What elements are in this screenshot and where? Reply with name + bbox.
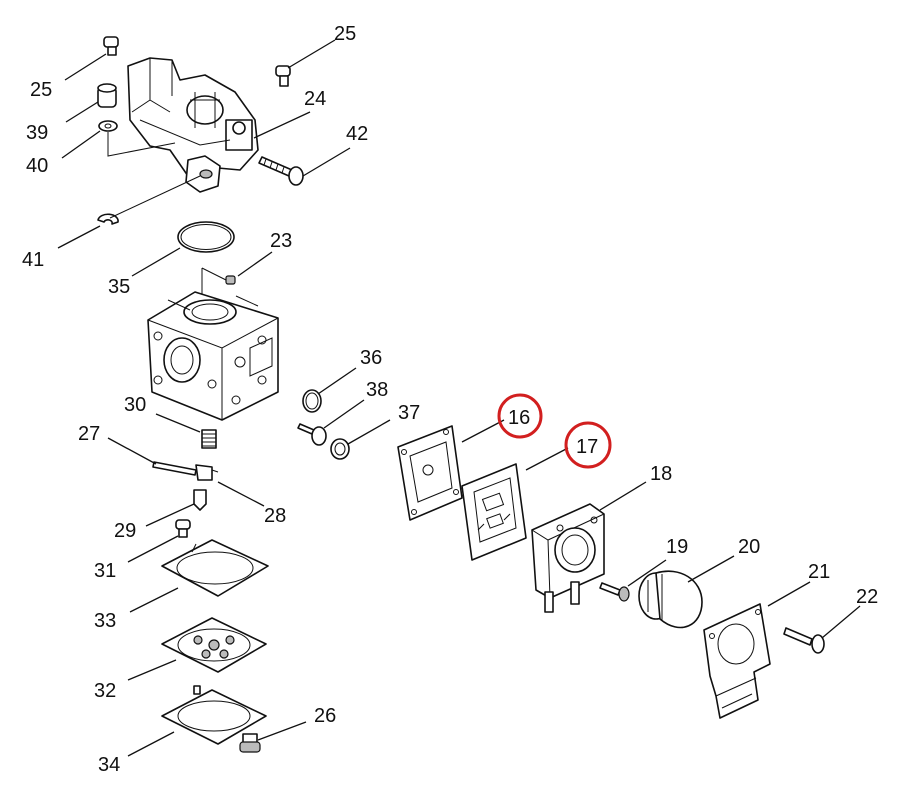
part-42-screw [258, 156, 304, 186]
part-17-diaphragm-gasket [461, 463, 527, 561]
label-33: 33 [94, 610, 116, 632]
callout-line-36 [317, 367, 357, 395]
callout-line-22 [821, 605, 861, 639]
label-30: 30 [124, 394, 146, 416]
callout-line-42 [302, 147, 351, 177]
label-22: 22 [856, 586, 878, 608]
callout-line-20 [687, 555, 735, 583]
label-40: 40 [26, 155, 48, 177]
part-21-retainer-plate [703, 603, 771, 719]
part-34-cover [161, 685, 267, 745]
callout-line-30 [155, 413, 201, 433]
part-27-pin [152, 461, 197, 476]
callout-line-39 [65, 101, 99, 123]
part-37-cap [330, 438, 350, 460]
callout-line-32 [127, 659, 177, 681]
label-27: 27 [78, 423, 100, 445]
part-39-plug [97, 83, 117, 108]
callout-line-34 [127, 731, 175, 757]
part-29-needle [193, 489, 207, 511]
callout-line-33 [129, 587, 179, 613]
callout-line-29 [145, 503, 195, 527]
part-23-plug [225, 275, 236, 285]
part-16-gasket [397, 425, 463, 521]
part-19-screw [599, 582, 630, 602]
label-16: 16 [508, 407, 530, 429]
part-33-gasket [161, 539, 269, 597]
label-38: 38 [366, 379, 388, 401]
label-32: 32 [94, 680, 116, 702]
callout-line-25a [64, 53, 107, 81]
part-31-screw [175, 519, 191, 538]
label-37: 37 [398, 402, 420, 424]
label-25-left: 25 [30, 79, 52, 101]
callout-line-35 [131, 247, 181, 277]
callout-line-25b [287, 39, 336, 69]
callout-line-26 [257, 721, 307, 741]
part-26-screw [239, 733, 261, 753]
part-38-needle [297, 423, 327, 446]
callout-line-31 [127, 535, 179, 563]
label-21: 21 [808, 561, 830, 583]
part-32-diaphragm [161, 617, 267, 673]
callout-line-27 [107, 437, 157, 465]
part-30-spring [201, 429, 217, 449]
label-31: 31 [94, 560, 116, 582]
part-25-screw-left [103, 36, 119, 56]
callout-line-21 [767, 581, 811, 607]
callout-line-41 [57, 225, 101, 249]
callout-line-18 [599, 481, 647, 511]
label-41: 41 [22, 249, 44, 271]
carburetor-main-body [147, 267, 279, 421]
label-29: 29 [114, 520, 136, 542]
callout-line-16 [461, 419, 505, 443]
part-22-screw [783, 627, 825, 654]
highlight-circle-17 [564, 421, 612, 469]
callout-line-28 [217, 481, 265, 507]
part-25-screw-right [275, 65, 291, 87]
label-18: 18 [650, 463, 672, 485]
label-20: 20 [738, 536, 760, 558]
label-34: 34 [98, 754, 120, 776]
label-28: 28 [264, 505, 286, 527]
label-23: 23 [270, 230, 292, 252]
label-42: 42 [346, 123, 368, 145]
part-20-primer-bulb [638, 570, 703, 629]
label-25-right: 25 [334, 23, 356, 45]
part-18-pump-cover [531, 503, 605, 613]
callout-line-23 [237, 251, 273, 277]
label-26: 26 [314, 705, 336, 727]
part-40-washer [98, 120, 118, 132]
callout-line-19 [627, 559, 667, 587]
callout-line-40 [61, 130, 101, 159]
label-19: 19 [666, 536, 688, 558]
part-24-lever-body [127, 57, 259, 193]
callout-line-24 [253, 111, 311, 139]
label-36: 36 [360, 347, 382, 369]
label-39: 39 [26, 122, 48, 144]
callout-line-37 [347, 419, 391, 445]
highlight-circle-16 [497, 393, 543, 439]
label-24: 24 [304, 88, 326, 110]
callout-line-17 [525, 447, 569, 471]
label-35: 35 [108, 276, 130, 298]
part-35-o-ring [177, 221, 235, 253]
callout-line-38 [323, 399, 365, 429]
label-17: 17 [576, 436, 598, 458]
part-28-lever [195, 464, 219, 481]
part-36-o-ring [302, 389, 322, 413]
